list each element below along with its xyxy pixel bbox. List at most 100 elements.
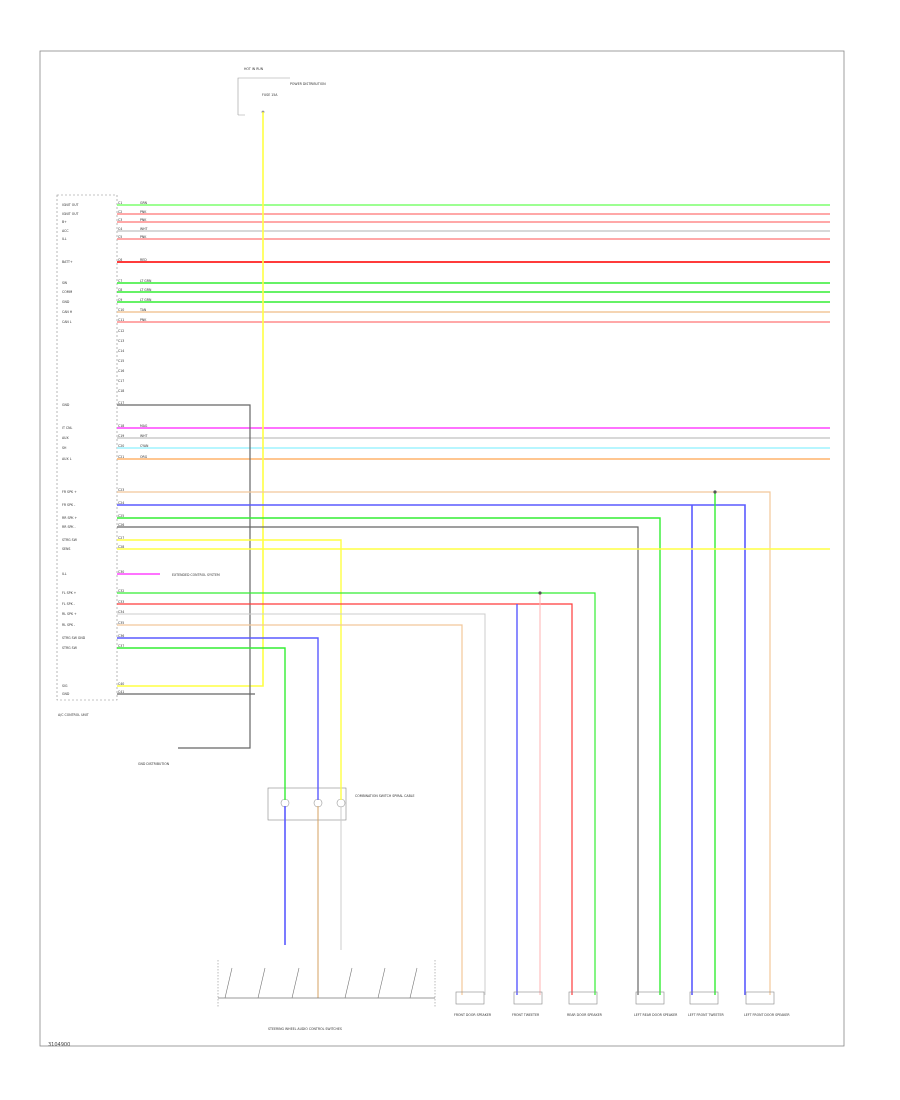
pin-label: GND — [62, 403, 70, 407]
wire-color-code: CYAN — [140, 444, 149, 448]
speaker-label: LEFT FRONT TWEETER — [688, 1013, 725, 1017]
pin-label: COMM — [62, 290, 72, 294]
pin-label: IT CNL — [62, 426, 73, 430]
ground-label: GND DISTRIBUTION — [138, 762, 170, 766]
speaker-label: LEFT REAR DOOR SPEAKER — [634, 1013, 678, 1017]
pin-label: RL SPK + — [62, 612, 77, 616]
pin-id: C35 — [118, 621, 124, 625]
speaker: REAR DOOR SPEAKER — [567, 991, 603, 1017]
steering-switches: STEERING WHEEL AUDIO CONTROL SWITCHES — [217, 960, 436, 1031]
pin-label: SIG — [62, 684, 68, 688]
pin-label: ACC — [62, 229, 69, 233]
wire-color-code: TAN — [139, 308, 147, 312]
pin-label: FL SPK - — [62, 602, 75, 606]
pin-id: C7 — [118, 279, 122, 283]
speakers: FRONT DOOR SPEAKER FRONT TWEETER REAR DOOR… — [454, 991, 790, 1017]
pin-id: C28 — [118, 545, 124, 549]
pin-id: C11 — [118, 318, 124, 322]
wire-color-code: PNK — [140, 210, 147, 214]
top-box-title: HOT IN RUN — [244, 67, 264, 71]
wire-color-code: LT GRN — [140, 279, 152, 283]
pin-id: C25 — [118, 514, 124, 518]
wire-color-code: LT GRN — [140, 288, 152, 292]
pin-label: BATT+ — [62, 260, 73, 264]
pin-id: C40 — [118, 682, 124, 686]
pin-id: C10 — [118, 308, 124, 312]
speaker-body — [513, 991, 543, 1005]
spiral-cable-box — [267, 787, 347, 821]
speaker: LEFT FRONT DOOR SPEAKER — [744, 991, 790, 1017]
pin-id: C12 — [118, 329, 124, 333]
page-code: 3104900 — [48, 1042, 70, 1048]
wire-color-code: PNK — [140, 235, 147, 239]
pin-label: CAN L — [62, 320, 72, 324]
speaker: FRONT TWEETER — [512, 991, 543, 1017]
wire-color-code: ORG — [140, 455, 148, 459]
pin-id: C27 — [118, 536, 124, 540]
wire-color-code: LT GRN — [140, 298, 152, 302]
pin-label: ILL — [62, 237, 67, 241]
pin-id: C15 — [118, 359, 124, 363]
pin-id: C36 — [118, 634, 124, 638]
pin-id: C33 — [118, 600, 124, 604]
page-frame — [39, 50, 845, 1047]
control-unit-label: A/C CONTROL UNIT — [58, 713, 89, 717]
speaker-label: REAR DOOR SPEAKER — [567, 1013, 603, 1017]
pin-id: C21 — [118, 455, 124, 459]
wire-color-code: GRN — [140, 201, 148, 205]
pin-label: STRG SW — [62, 646, 78, 650]
pin-id: C30 — [118, 570, 124, 574]
pin-id: C18 — [118, 424, 124, 428]
pin-id: C17 — [118, 379, 124, 383]
pin-label: SW — [62, 281, 68, 285]
pin-id: C32 — [118, 589, 124, 593]
pin-id: C4 — [118, 227, 122, 231]
pin-id: C20 — [118, 444, 124, 448]
speaker-body — [689, 991, 719, 1005]
speaker: LEFT FRONT TWEETER — [688, 991, 725, 1017]
wire-color-code: PNK — [140, 318, 147, 322]
wire-color-code: WHT — [140, 227, 148, 231]
pin-label: STRG SW — [62, 538, 78, 542]
pin-id: C34 — [118, 610, 124, 614]
pin-label: FR SPK - — [62, 503, 75, 507]
top-power-box: HOT IN RUN FUSE 15A POWER DISTRIBUTION — [237, 67, 326, 116]
pin-id: C8 — [118, 288, 122, 292]
pin-id: C24 — [118, 501, 124, 505]
pin-id: C3 — [118, 218, 122, 222]
speaker-label: FRONT TWEETER — [512, 1013, 540, 1017]
pin-id: C6 — [118, 258, 122, 262]
pin-id: C26 — [118, 523, 124, 527]
pin-id: C37 — [118, 644, 124, 648]
speaker-body — [568, 991, 598, 1005]
speaker: LEFT REAR DOOR SPEAKER — [634, 991, 678, 1017]
pin-id: C19 — [118, 434, 124, 438]
pin-label: RR SPK - — [62, 525, 76, 529]
wire-color-code: RED — [140, 258, 147, 262]
pin-label: IGNIT OUT — [62, 203, 79, 207]
speaker-body — [745, 991, 775, 1005]
pin-id: C2 — [118, 210, 122, 214]
pin-label: FR SPK + — [62, 490, 77, 494]
pin-label: GND — [62, 692, 70, 696]
pin-label: FL SPK + — [62, 591, 77, 595]
pin-id: C14 — [118, 349, 124, 353]
pin-label: SH — [62, 446, 67, 450]
pin-label: GND — [62, 300, 70, 304]
pin-id: C1 — [118, 201, 122, 205]
pin-id: C23 — [118, 488, 124, 492]
top-box-note: POWER DISTRIBUTION — [290, 82, 326, 86]
pin-label: B+ — [62, 220, 67, 224]
speaker-label: FRONT DOOR SPEAKER — [454, 1013, 492, 1017]
speaker-body — [455, 991, 485, 1005]
spiral-cable-label: COMBINATION SWITCH SPIRAL CABLE — [355, 794, 415, 798]
pin-label: RL SPK - — [62, 623, 75, 627]
speaker-body — [635, 991, 665, 1005]
pin-label: SENS — [62, 547, 70, 551]
pin-id: C41 — [118, 690, 124, 694]
top-box-fuse: FUSE 15A — [262, 93, 278, 97]
yellow-feed-wire — [117, 112, 264, 687]
